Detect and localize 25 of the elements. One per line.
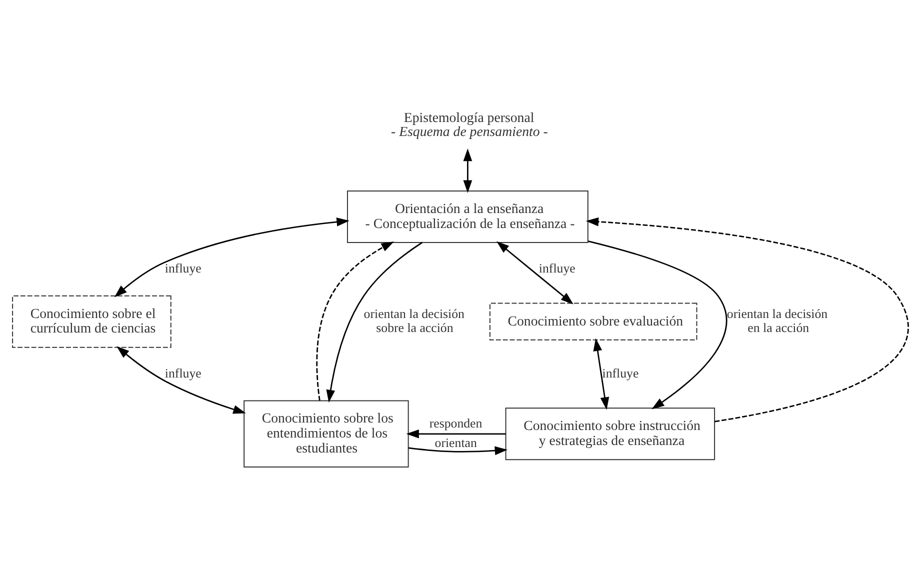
node-box: Conocimiento sobre evaluación xyxy=(489,302,698,340)
arrow xyxy=(588,240,728,409)
arrow xyxy=(408,446,508,455)
edge-label: orientan la decisión sobre la acción xyxy=(364,306,464,334)
node-box: Conocimiento sobre el currículum de ciencias xyxy=(12,294,172,348)
edge-label: influye xyxy=(602,366,639,380)
node-box: Conocimiento sobre los entendimientos de los estudiantes xyxy=(244,400,409,468)
arrow xyxy=(316,240,394,400)
arrow xyxy=(463,148,472,192)
edge-label: influye xyxy=(164,366,202,380)
edge-label: orientan la decisión en la acción xyxy=(726,306,828,334)
edge-label: influye xyxy=(538,261,576,276)
edge-label: responden xyxy=(429,416,482,430)
edge-label: influye xyxy=(164,261,202,276)
node-box: Conocimiento sobre instrucción y estrategias de enseñanza xyxy=(505,407,716,460)
arrow xyxy=(593,338,610,410)
arrow xyxy=(116,346,246,414)
arrow xyxy=(496,240,574,304)
node-text: Epistemología personal - Esquema de pensamiento - xyxy=(391,109,548,138)
arrow xyxy=(326,241,423,402)
edge-label: orientan xyxy=(434,436,477,450)
node-box: Orientación a la enseñanza - Conceptualización de la enseñanza - xyxy=(346,190,588,242)
arrow xyxy=(586,216,909,422)
arrow xyxy=(114,217,350,297)
arrow xyxy=(406,428,506,438)
